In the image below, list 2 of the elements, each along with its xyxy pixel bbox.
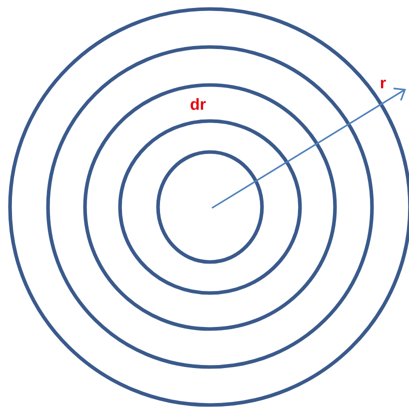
variable-label: r bbox=[380, 80, 386, 88]
variable-label: dr bbox=[190, 98, 206, 110]
